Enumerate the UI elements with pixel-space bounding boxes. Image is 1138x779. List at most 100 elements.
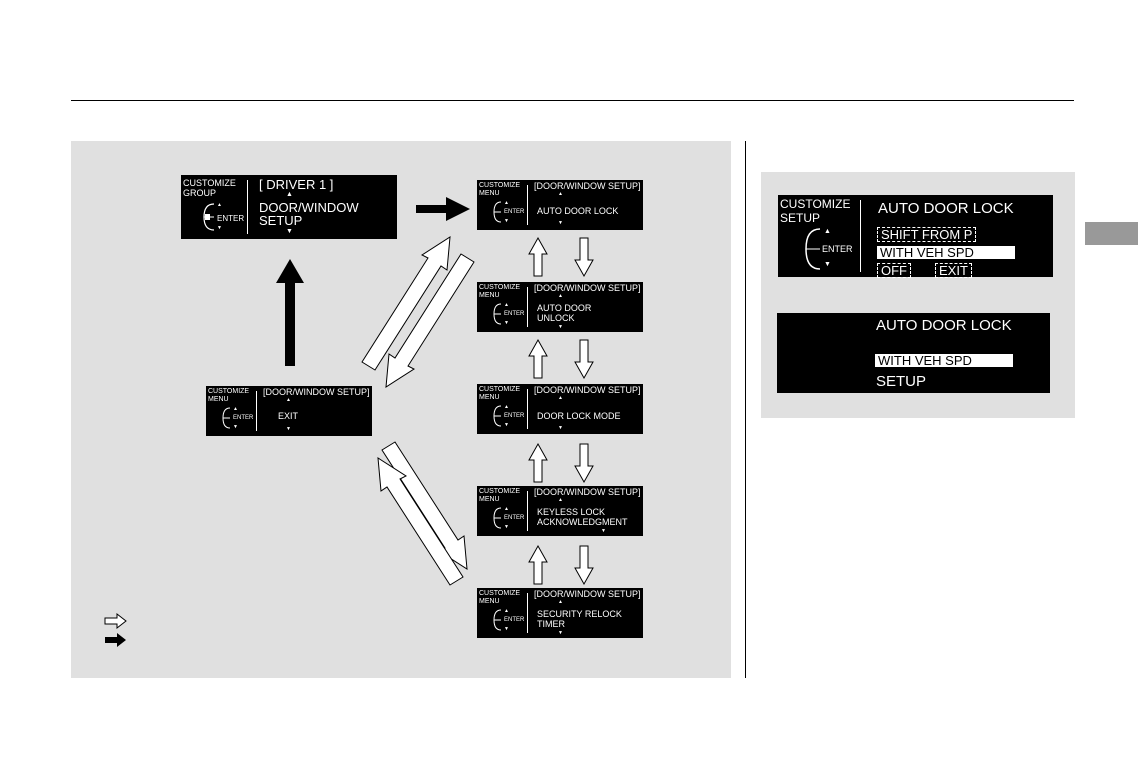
enter-label: ENTER	[233, 415, 254, 421]
screen-label: GROUP	[183, 188, 217, 198]
exit-screen: CUSTOMIZE MENU ▲ ENTER ▼ [DOOR/WINDOW SE…	[206, 386, 372, 436]
down-arrow-icon: ▼	[286, 426, 291, 432]
door-lock-mode-screen: CUSTOMIZE MENU ▲ ENTER ▼ [DOOR/WINDOW SE…	[477, 384, 643, 434]
down-arrow-icon: ▼	[601, 528, 606, 534]
arrow-diag-down	[385, 253, 475, 388]
selector-knob-icon	[805, 228, 821, 270]
down-arrow-icon: ▼	[558, 425, 563, 431]
screen-label: MENU	[208, 396, 229, 403]
screen-line1: DOOR/WINDOW	[259, 200, 359, 215]
screen-line1: AUTO DOOR LOCK	[537, 206, 619, 216]
down-arrow-icon: ▼	[233, 424, 238, 430]
security-relock-screen: CUSTOMIZE MENU ▲ ENTER ▼ [DOOR/WINDOW SE…	[477, 588, 643, 638]
screen-line2: ACKNOWLEDGMENT	[537, 517, 628, 527]
arrow-diag-down-lower	[381, 441, 468, 570]
screen-header: [DOOR/WINDOW SETUP]	[263, 387, 370, 397]
screen-label: MENU	[479, 292, 500, 299]
up-arrow-icon: ▲	[233, 406, 238, 412]
selected-option: WITH VEH SPD	[875, 354, 1013, 367]
arrow-up-4	[528, 544, 548, 585]
arrow-to-auto-door-lock	[416, 197, 470, 221]
enter-label: ENTER	[217, 214, 245, 223]
screen-label: MENU	[479, 394, 500, 401]
arrow-up-to-driver	[276, 259, 304, 366]
down-arrow-icon: ▼	[217, 225, 222, 231]
up-arrow-icon: ▲	[558, 497, 563, 503]
arrow-diag-up-lower	[377, 457, 464, 586]
screen-line1: AUTO DOOR	[537, 303, 592, 313]
screen-line1: SECURITY RELOCK	[537, 609, 622, 619]
top-rule	[71, 100, 1074, 101]
down-arrow-icon: ▼	[558, 324, 563, 330]
enter-label: ENTER	[504, 515, 525, 521]
auto-door-lock-screen: CUSTOMIZE MENU ▲ ENTER ▼ [DOOR/WINDOW SE…	[477, 180, 643, 230]
screen-label: MENU	[479, 598, 500, 605]
screen-label: CUSTOMIZE	[183, 178, 236, 188]
setup-options-screen: CUSTOMIZE SETUP ▲ ENTER ▼ AUTO DOOR LOCK…	[778, 195, 1053, 278]
up-arrow-icon: ▲	[504, 302, 509, 308]
screen-label: CUSTOMIZE	[479, 284, 521, 291]
up-arrow-icon: ▲	[558, 191, 563, 197]
down-arrow-icon: ▼	[824, 261, 831, 268]
selector-knob-icon	[222, 407, 231, 429]
screen-label: MENU	[479, 496, 500, 503]
selector-knob-icon	[493, 507, 502, 529]
screen-title: AUTO DOOR LOCK	[878, 200, 1014, 217]
up-arrow-icon: ▲	[558, 395, 563, 401]
selector-knob-icon	[493, 609, 502, 631]
screen-line1: KEYLESS LOCK	[537, 507, 606, 517]
screen-label: CUSTOMIZE	[208, 388, 250, 395]
screen-line1: DOOR LOCK MODE	[537, 411, 621, 421]
down-arrow-icon: ▼	[504, 422, 509, 428]
arrow-up-1	[528, 236, 548, 277]
enter-label: ENTER	[504, 209, 525, 215]
down-arrow-icon: ▼	[558, 220, 563, 226]
up-arrow-icon: ▲	[286, 397, 291, 403]
screen-line2: UNLOCK	[537, 313, 575, 323]
selector-knob-icon	[493, 201, 502, 223]
up-arrow-icon: ▲	[217, 202, 222, 208]
screen-label: MENU	[479, 190, 500, 197]
down-arrow-icon: ▼	[504, 218, 509, 224]
screen-header: [DOOR/WINDOW SETUP]	[534, 283, 641, 293]
arrow-diag-up	[361, 236, 451, 371]
option-exit: EXIT	[935, 263, 972, 278]
screen-header: [ DRIVER 1 ]	[259, 177, 334, 192]
legend-black-arrow-shape	[105, 633, 126, 647]
selector-knob-icon	[493, 303, 502, 325]
up-arrow-icon: ▲	[504, 608, 509, 614]
up-arrow-icon: ▲	[286, 191, 293, 198]
screen-line2: TIMER	[537, 619, 565, 629]
up-arrow-icon: ▲	[504, 200, 509, 206]
screen-label: CUSTOMIZE	[479, 488, 521, 495]
arrow-up-2	[528, 338, 548, 379]
arrow-down-1	[574, 237, 594, 278]
selector-knob-icon	[493, 405, 502, 427]
setup-confirm-screen: AUTO DOOR LOCK WITH VEH SPD SETUP	[777, 313, 1050, 393]
option-off: OFF	[877, 263, 911, 278]
down-arrow-icon: ▼	[504, 524, 509, 530]
up-arrow-icon: ▲	[504, 506, 509, 512]
enter-label: ENTER	[504, 311, 525, 317]
enter-label: ENTER	[504, 617, 525, 623]
down-arrow-icon: ▼	[504, 320, 509, 326]
screen-label: CUSTOMIZE	[479, 590, 521, 597]
screen-title: AUTO DOOR LOCK	[876, 317, 1012, 334]
screen-label: CUSTOMIZE	[479, 182, 521, 189]
screen-header: [DOOR/WINDOW SETUP]	[534, 487, 641, 497]
up-arrow-icon: ▲	[824, 228, 831, 235]
screen-line1: EXIT	[278, 411, 299, 421]
down-arrow-icon: ▼	[504, 626, 509, 632]
driver-group-screen: CUSTOMIZE GROUP ▲ ENTER ▼ [ DRIVER 1 ] ▲…	[181, 175, 397, 239]
up-arrow-icon: ▲	[558, 599, 563, 605]
option-with-veh-spd: WITH VEH SPD	[877, 246, 1015, 259]
down-arrow-icon: ▼	[286, 228, 293, 235]
section-tab	[1085, 222, 1138, 245]
up-arrow-icon: ▲	[504, 404, 509, 410]
enter-label: ENTER	[822, 244, 853, 254]
screen-footer: SETUP	[876, 373, 927, 390]
selector-knob-icon	[203, 203, 215, 231]
down-arrow-icon: ▼	[558, 630, 563, 636]
screen-header: [DOOR/WINDOW SETUP]	[534, 589, 641, 599]
screen-label: SETUP	[780, 211, 821, 225]
